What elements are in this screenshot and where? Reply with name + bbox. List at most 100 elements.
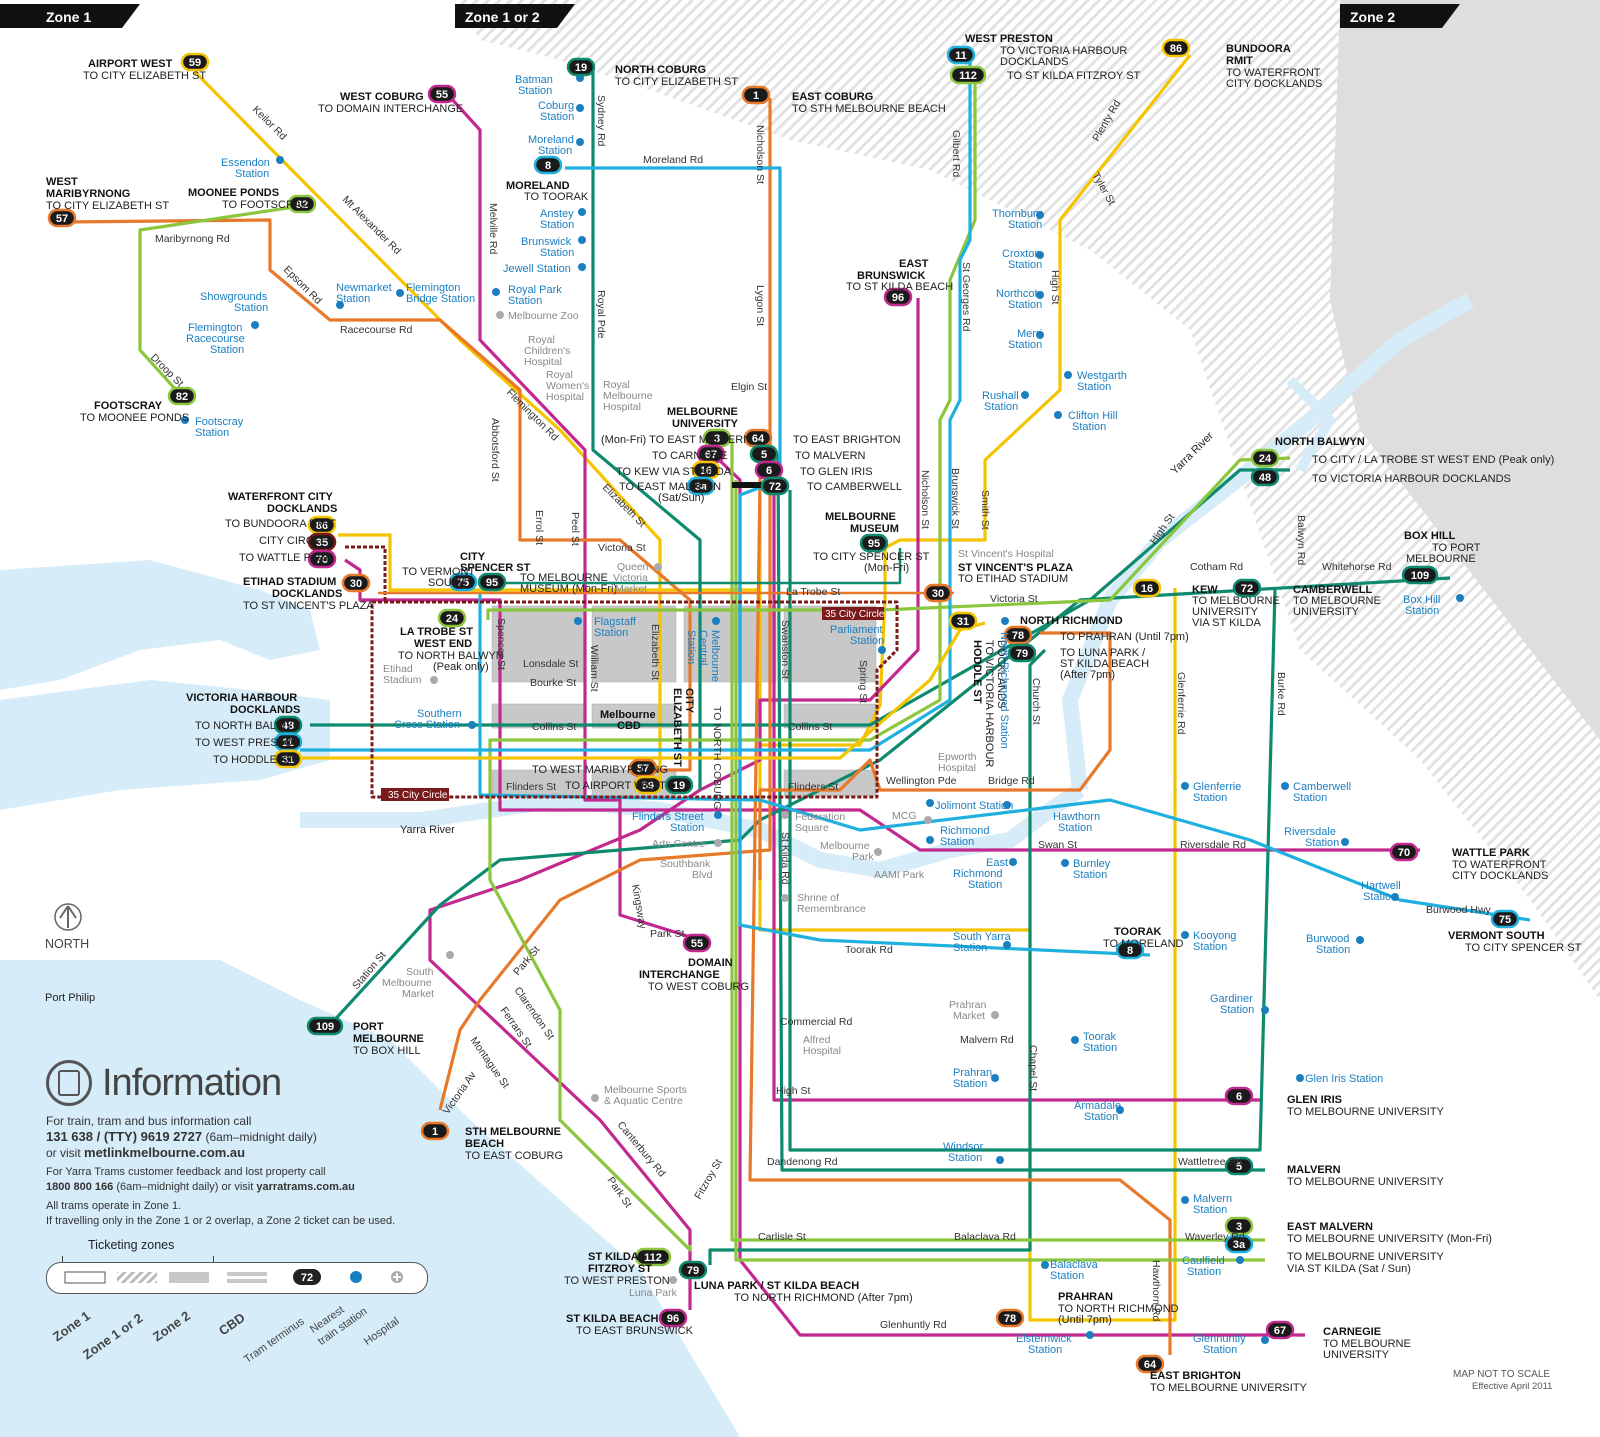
svg-text:Collins St: Collins St: [788, 721, 832, 733]
svg-text:DOMAIN: DOMAIN: [688, 957, 733, 969]
info-title: Information: [102, 1061, 282, 1104]
svg-text:NORTH RICHMOND: NORTH RICHMOND: [1020, 615, 1123, 627]
svg-text:SPENCER ST: SPENCER ST: [460, 562, 531, 574]
svg-text:Bourke St: Bourke St: [530, 677, 576, 689]
zone-tabs: Zone 1 Zone 1 or 2 Zone 2: [0, 4, 1460, 28]
terminus-route-number: 48: [1259, 472, 1271, 484]
terminus-badge: [437, 608, 467, 628]
terminus-route-number: 82: [296, 199, 308, 211]
terminus-badge: [634, 1247, 672, 1267]
terminus-route-number: 55: [691, 938, 703, 950]
terminus-badge: [307, 549, 337, 569]
yarra-phone: 1800 800 166: [46, 1181, 114, 1193]
terminus-route-number: 82: [176, 391, 188, 403]
terminus-route-number: 96: [667, 1313, 679, 1325]
svg-text:Market: Market: [953, 1010, 985, 1022]
svg-text:Nicholson St: Nicholson St: [919, 470, 931, 529]
svg-text:Swanston St: Swanston St: [779, 620, 791, 679]
svg-text:Flinders Street: Flinders Street: [632, 811, 704, 823]
svg-text:Remembrance: Remembrance: [797, 903, 866, 915]
terminus-route-number: 57: [56, 213, 68, 225]
svg-text:CITY CIRCLE: CITY CIRCLE: [259, 535, 327, 547]
svg-text:TO WEST MARIBYRNONG: TO WEST MARIBYRNONG: [532, 764, 668, 776]
terminus-route-number: 75: [1499, 914, 1511, 926]
svg-text:Bridge Rd: Bridge Rd: [988, 775, 1035, 787]
svg-text:TO MELBOURNE: TO MELBOURNE: [1293, 595, 1381, 607]
svg-text:FITZROY ST: FITZROY ST: [588, 1263, 652, 1275]
svg-text:Armadale: Armadale: [1074, 1100, 1121, 1112]
svg-text:Gilbert Rd: Gilbert Rd: [950, 130, 962, 177]
svg-text:Glenferrie Rd: Glenferrie Rd: [1175, 672, 1187, 735]
svg-text:Camberwell: Camberwell: [1293, 781, 1351, 793]
terminus-route-number: 109: [1411, 570, 1429, 582]
svg-text:Hospital: Hospital: [524, 356, 562, 368]
zone-2-label: Zone 2: [1350, 9, 1395, 25]
svg-text:South: South: [406, 966, 434, 978]
terminus-route-number: 112: [644, 1252, 662, 1264]
terminus-badge: [1161, 38, 1191, 58]
terminus-badge: [923, 583, 953, 603]
route-3: [730, 440, 1265, 1242]
route-86: [338, 54, 1192, 747]
svg-text:TO CITY SPENCER ST: TO CITY SPENCER ST: [813, 551, 930, 563]
yarratrams-link[interactable]: yarratrams.com.au: [256, 1181, 355, 1193]
svg-text:Epworth: Epworth: [938, 751, 977, 763]
terminus-badge: [1003, 625, 1033, 645]
terminus-route-number: 96: [892, 292, 904, 304]
route-55: [448, 95, 702, 945]
svg-text:Station: Station: [1077, 381, 1111, 393]
svg-text:Park St: Park St: [650, 928, 685, 940]
svg-text:Square: Square: [795, 822, 829, 834]
terminus-route-number: 75: [457, 577, 469, 589]
terminus-route-number: 79: [687, 1265, 699, 1277]
svg-text:Park: Park: [852, 851, 874, 863]
svg-text:Station: Station: [210, 344, 244, 356]
terminus-route-number: 19: [673, 780, 685, 792]
svg-text:BUNDOORA: BUNDOORA: [1226, 43, 1291, 55]
svg-text:Victoria: Victoria: [613, 572, 648, 584]
terminus-route-number: 78: [1012, 630, 1024, 642]
terminus-badge: [477, 572, 507, 592]
terminus-route-number: 79: [1016, 648, 1028, 660]
svg-text:Station: Station: [940, 836, 974, 848]
tram-routes: [64, 54, 1531, 1355]
svg-text:Prahran: Prahran: [953, 1067, 992, 1079]
svg-text:TO AIRPORT WEST: TO AIRPORT WEST: [565, 780, 666, 792]
legend-symbols: 72: [64, 1269, 403, 1285]
svg-text:Federation: Federation: [795, 811, 845, 823]
terminus-badge: [1250, 448, 1280, 468]
terminus-badge: [678, 1260, 708, 1280]
svg-text:Nicholson St: Nicholson St: [754, 125, 766, 184]
svg-text:Burwood Hwy: Burwood Hwy: [1426, 904, 1492, 916]
station-dots: [181, 74, 1464, 1344]
svg-text:Central: Central: [697, 630, 709, 665]
legend-terminus: Tram terminus: [242, 1315, 307, 1366]
info-line-1: For train, tram and bus information call: [46, 1114, 252, 1128]
svg-text:Spring St: Spring St: [857, 660, 869, 703]
terminus-route-number: 95: [868, 538, 880, 550]
svg-text:Flinders St: Flinders St: [506, 781, 556, 793]
svg-text:Racecourse Rd: Racecourse Rd: [340, 324, 413, 336]
svg-text:PRAHRAN: PRAHRAN: [1058, 1291, 1113, 1303]
yarra-river-label: Yarra River: [400, 824, 455, 836]
information-panel: Information For train, tram and bus info…: [46, 1060, 466, 1230]
terminus-badge: [1224, 1234, 1254, 1254]
svg-text:Waverley Rd: Waverley Rd: [1185, 1231, 1245, 1243]
svg-text:CITY DOCKLANDS: CITY DOCKLANDS: [1226, 78, 1322, 90]
svg-text:TO MELBOURNE UNIVERSITY (Mon-F: TO MELBOURNE UNIVERSITY (Mon-Fri): [1287, 1233, 1492, 1245]
svg-text:Station: Station: [538, 145, 572, 157]
terminus-route-number: 59: [189, 57, 201, 69]
terminus-badge: [306, 1016, 344, 1036]
metlink-link[interactable]: metlinkmelbourne.com.au: [84, 1145, 246, 1160]
svg-text:TO MELBOURNE: TO MELBOURNE: [1192, 595, 1280, 607]
svg-text:(After 7pm): (After 7pm): [1060, 669, 1115, 681]
legend-hospital: Hospital: [362, 1315, 402, 1348]
svg-text:Prahran: Prahran: [949, 999, 987, 1011]
melbourne-university-stop: [732, 482, 782, 488]
svg-text:Station: Station: [1193, 1204, 1227, 1216]
svg-text:Station: Station: [1193, 941, 1227, 953]
svg-text:Station: Station: [1084, 1111, 1118, 1123]
terminus-badge: [1401, 565, 1439, 585]
svg-text:MUSEUM: MUSEUM: [850, 523, 899, 535]
svg-text:Flemington: Flemington: [406, 282, 460, 294]
